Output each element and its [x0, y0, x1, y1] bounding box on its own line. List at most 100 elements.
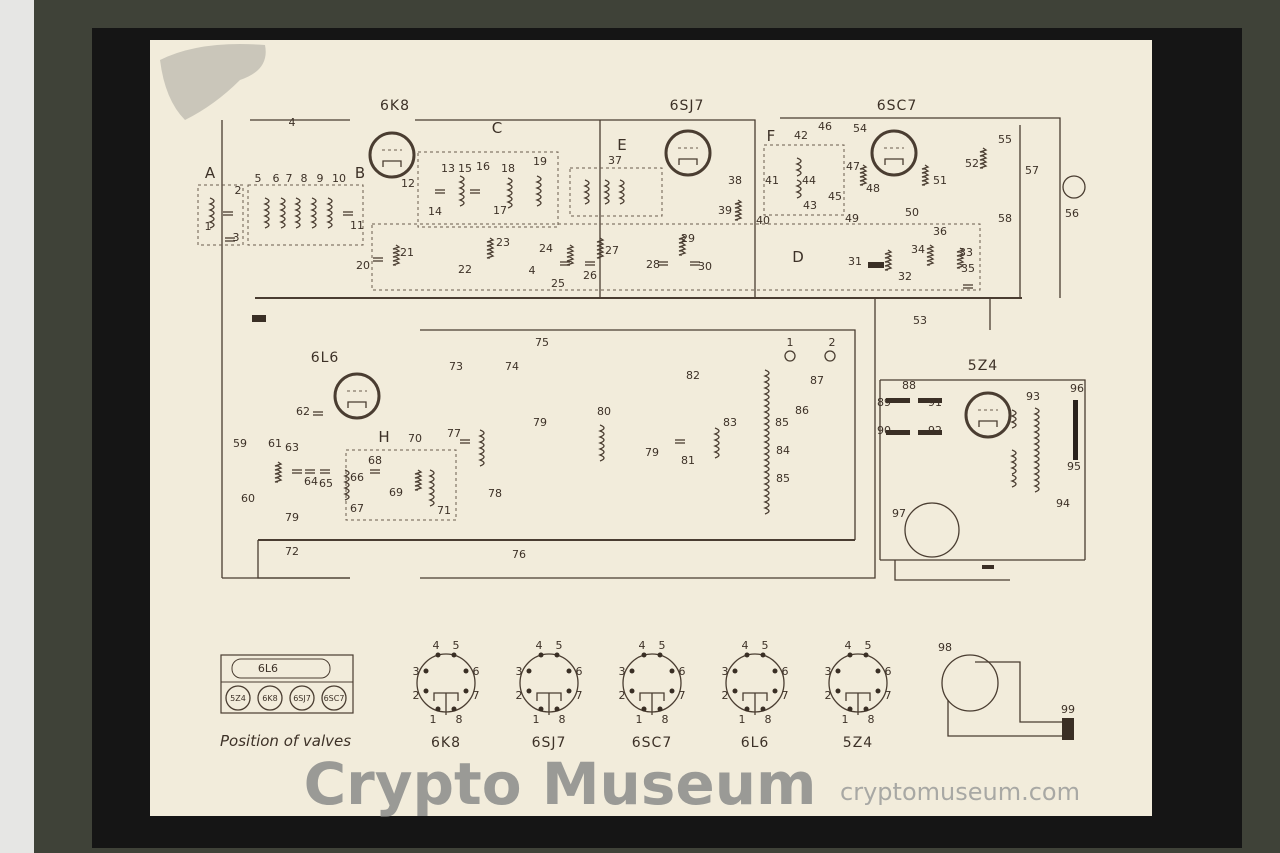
- pin-label: 8: [559, 713, 566, 726]
- pin-dot: [554, 652, 560, 658]
- pin-label: 7: [885, 689, 892, 702]
- coil-icon: [279, 197, 286, 229]
- component-label-24: 24: [539, 242, 553, 255]
- pin-label: 4: [845, 639, 852, 652]
- component-label-39: 39: [718, 204, 732, 217]
- pin-dot: [669, 688, 675, 694]
- section-label-b: B: [355, 164, 365, 182]
- coil-icon: [343, 469, 350, 501]
- resistor-icon: [566, 244, 575, 266]
- wire: [894, 560, 1010, 581]
- wire: [880, 379, 1086, 560]
- component-label-11: 11: [350, 219, 364, 232]
- coil-icon: [1010, 474, 1017, 488]
- section-label-a: A: [205, 164, 216, 182]
- coil-icon: [713, 427, 720, 459]
- component-label-89: 89: [877, 396, 891, 409]
- pinout-label-6l6: 6L6: [741, 735, 770, 751]
- component-label-19: 19: [533, 155, 547, 168]
- component-label-79: 79: [285, 511, 299, 524]
- pin-dot: [669, 668, 675, 674]
- section-label-f: F: [767, 127, 776, 145]
- pin-dot: [863, 652, 869, 658]
- pin-dot: [629, 688, 635, 694]
- electrolytic-capacitor-icon: [868, 262, 884, 268]
- component-label-64: 64: [304, 475, 318, 488]
- valve-slot: [321, 685, 347, 711]
- valve-cathode: [678, 158, 698, 165]
- pinout-label-6sj7: 6SJ7: [532, 735, 567, 751]
- component-label-6: 6: [273, 172, 280, 185]
- watermark-url: cryptomuseum.com: [840, 778, 1080, 806]
- component-label-84: 84: [776, 444, 790, 457]
- component-label-74: 74: [505, 360, 519, 373]
- component-label-20: 20: [356, 259, 370, 272]
- component-label-3: 3: [233, 231, 240, 244]
- section-h-box: [345, 449, 457, 521]
- component-label-22: 22: [458, 263, 472, 276]
- component-label-60: 60: [241, 492, 255, 505]
- pin-dot: [760, 706, 766, 712]
- component-label-55: 55: [998, 133, 1012, 146]
- coil-icon: [208, 197, 215, 229]
- component-label-87: 87: [810, 374, 824, 387]
- pin-dot: [744, 652, 750, 658]
- electrolytic-capacitor-icon: [886, 430, 910, 435]
- pin-label: 1: [533, 713, 540, 726]
- pinout-label-6k8: 6K8: [431, 735, 461, 751]
- section-b-box: [247, 184, 364, 246]
- component-label-25: 25: [551, 277, 565, 290]
- component-label-92: 92: [928, 424, 942, 437]
- pin-dot: [463, 668, 469, 674]
- pin-label: 8: [868, 713, 875, 726]
- ground-icon: [982, 565, 994, 569]
- wire: [415, 119, 756, 298]
- component-label-30: 30: [698, 260, 712, 273]
- pin-dot: [772, 688, 778, 694]
- resistor-icon: [979, 147, 988, 169]
- pin-label: 7: [679, 689, 686, 702]
- pin-dot: [538, 652, 544, 658]
- section-c-box: [417, 151, 559, 228]
- pin-dot: [435, 706, 441, 712]
- valve-slot-label: 5Z4: [230, 694, 246, 703]
- component-label-18: 18: [501, 162, 515, 175]
- pin-label: 4: [433, 639, 440, 652]
- resistor-icon: [596, 237, 605, 259]
- component-label-27: 27: [605, 244, 619, 257]
- valve-6l6-symbol: [333, 372, 381, 420]
- pin-dot: [566, 668, 572, 674]
- resistor-icon: [956, 247, 965, 269]
- wire: [780, 117, 1061, 298]
- pin-dot: [641, 652, 647, 658]
- pin-dot: [641, 706, 647, 712]
- pin-dot: [863, 706, 869, 712]
- coil-icon: [326, 197, 333, 229]
- coil-icon: [618, 179, 625, 205]
- coil-icon: [310, 197, 317, 229]
- pinout-cathode: [639, 692, 665, 715]
- valve-positions-caption: Position of valves: [220, 732, 351, 750]
- component-label-93: 93: [1026, 390, 1040, 403]
- terminal-label-1: 1: [787, 336, 794, 349]
- antenna-coil-icon: [763, 369, 770, 515]
- component-label-57: 57: [1025, 164, 1039, 177]
- pin-label: 5: [659, 639, 666, 652]
- section-label-d: D: [792, 248, 804, 266]
- resistor-icon: [486, 237, 495, 259]
- component-label-8: 8: [301, 172, 308, 185]
- pin-label: 3: [516, 665, 523, 678]
- terminal-1-icon: [784, 350, 796, 362]
- pin-label: 8: [456, 713, 463, 726]
- component-label-61: 61: [268, 437, 282, 450]
- valve-6sj7-symbol: [664, 129, 712, 177]
- pin-dot: [835, 688, 841, 694]
- section-d-box: [371, 223, 981, 291]
- component-label-36: 36: [933, 225, 947, 238]
- pin-label: 7: [473, 689, 480, 702]
- pin-dot: [732, 688, 738, 694]
- valve-6sc7-symbol: [870, 129, 918, 177]
- component-label-95: 95: [1067, 460, 1081, 473]
- terminal-label-2: 2: [829, 336, 836, 349]
- component-label-16: 16: [476, 160, 490, 173]
